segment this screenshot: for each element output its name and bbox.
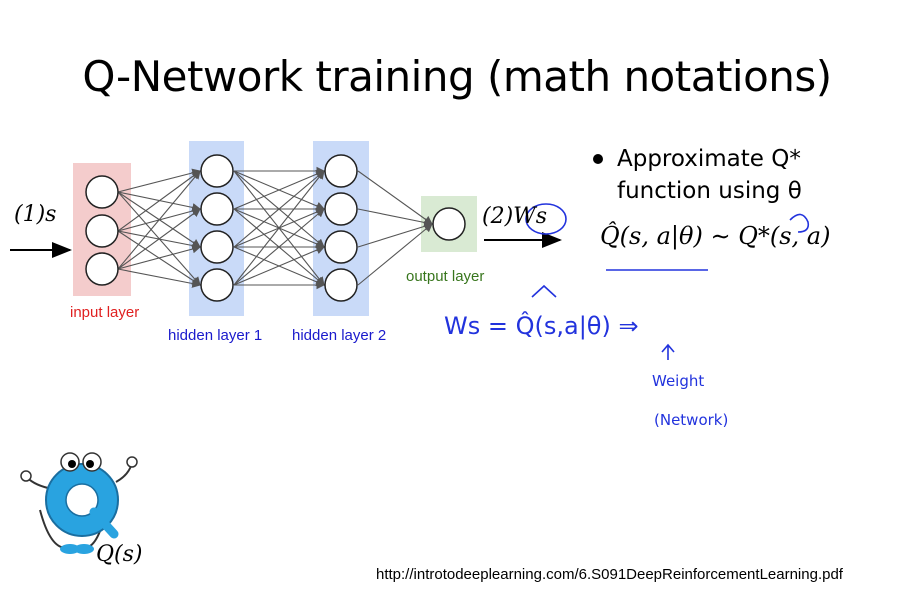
weight-annotation: Weight	[652, 372, 705, 390]
connections-hidden1-hidden2	[233, 166, 326, 290]
input-layer-label: input layer	[70, 304, 140, 321]
output-neuron	[432, 207, 466, 241]
network-annotation: (Network)	[654, 411, 729, 429]
mascot-label: Q(s)	[96, 542, 143, 567]
input-neuron	[85, 252, 119, 286]
handwritten-marks	[525, 203, 810, 360]
connections-input-hidden1	[117, 168, 202, 288]
output-arrow-label: (2)Ws	[482, 204, 548, 229]
bullet-dot	[593, 154, 603, 164]
hidden1-neuron	[200, 192, 234, 226]
ws-circle	[525, 203, 567, 235]
source-url[interactable]: http://introtodeeplearning.com/6.S091Dee…	[376, 566, 843, 583]
hidden2-neuron	[324, 192, 358, 226]
hidden2-neuron	[324, 154, 358, 188]
input-arrow-label: (1)s	[14, 202, 57, 227]
ws-equation-annotation: Ws = Q̂(s,a|θ) ⇒	[444, 312, 639, 340]
hidden2-neuron	[324, 230, 358, 264]
q-hat-mark	[531, 284, 557, 298]
slide-title: Q-Network training (math notations)	[82, 52, 832, 101]
q-star-circle	[789, 213, 810, 233]
hidden1-neuron	[200, 154, 234, 188]
input-neuron	[85, 175, 119, 209]
q-formula: Q̂(s, a|θ) ∼ Q*(s, a)	[600, 222, 831, 250]
hidden1-neuron	[200, 268, 234, 302]
output-layer-label: output layer	[406, 268, 485, 285]
hidden1-neuron	[200, 230, 234, 264]
hidden2-neuron	[324, 268, 358, 302]
bullet-line-2: function using θ	[617, 178, 802, 204]
mascot-q-character	[20, 452, 138, 554]
hidden-layer-1-label: hidden layer 1	[168, 327, 263, 344]
theta-arrow	[661, 343, 675, 360]
input-neuron	[85, 214, 119, 248]
bullet-line-1: Approximate Q*	[617, 146, 801, 172]
connections-hidden2-output	[357, 170, 434, 286]
hidden-layer-2-label: hidden layer 2	[292, 327, 387, 344]
